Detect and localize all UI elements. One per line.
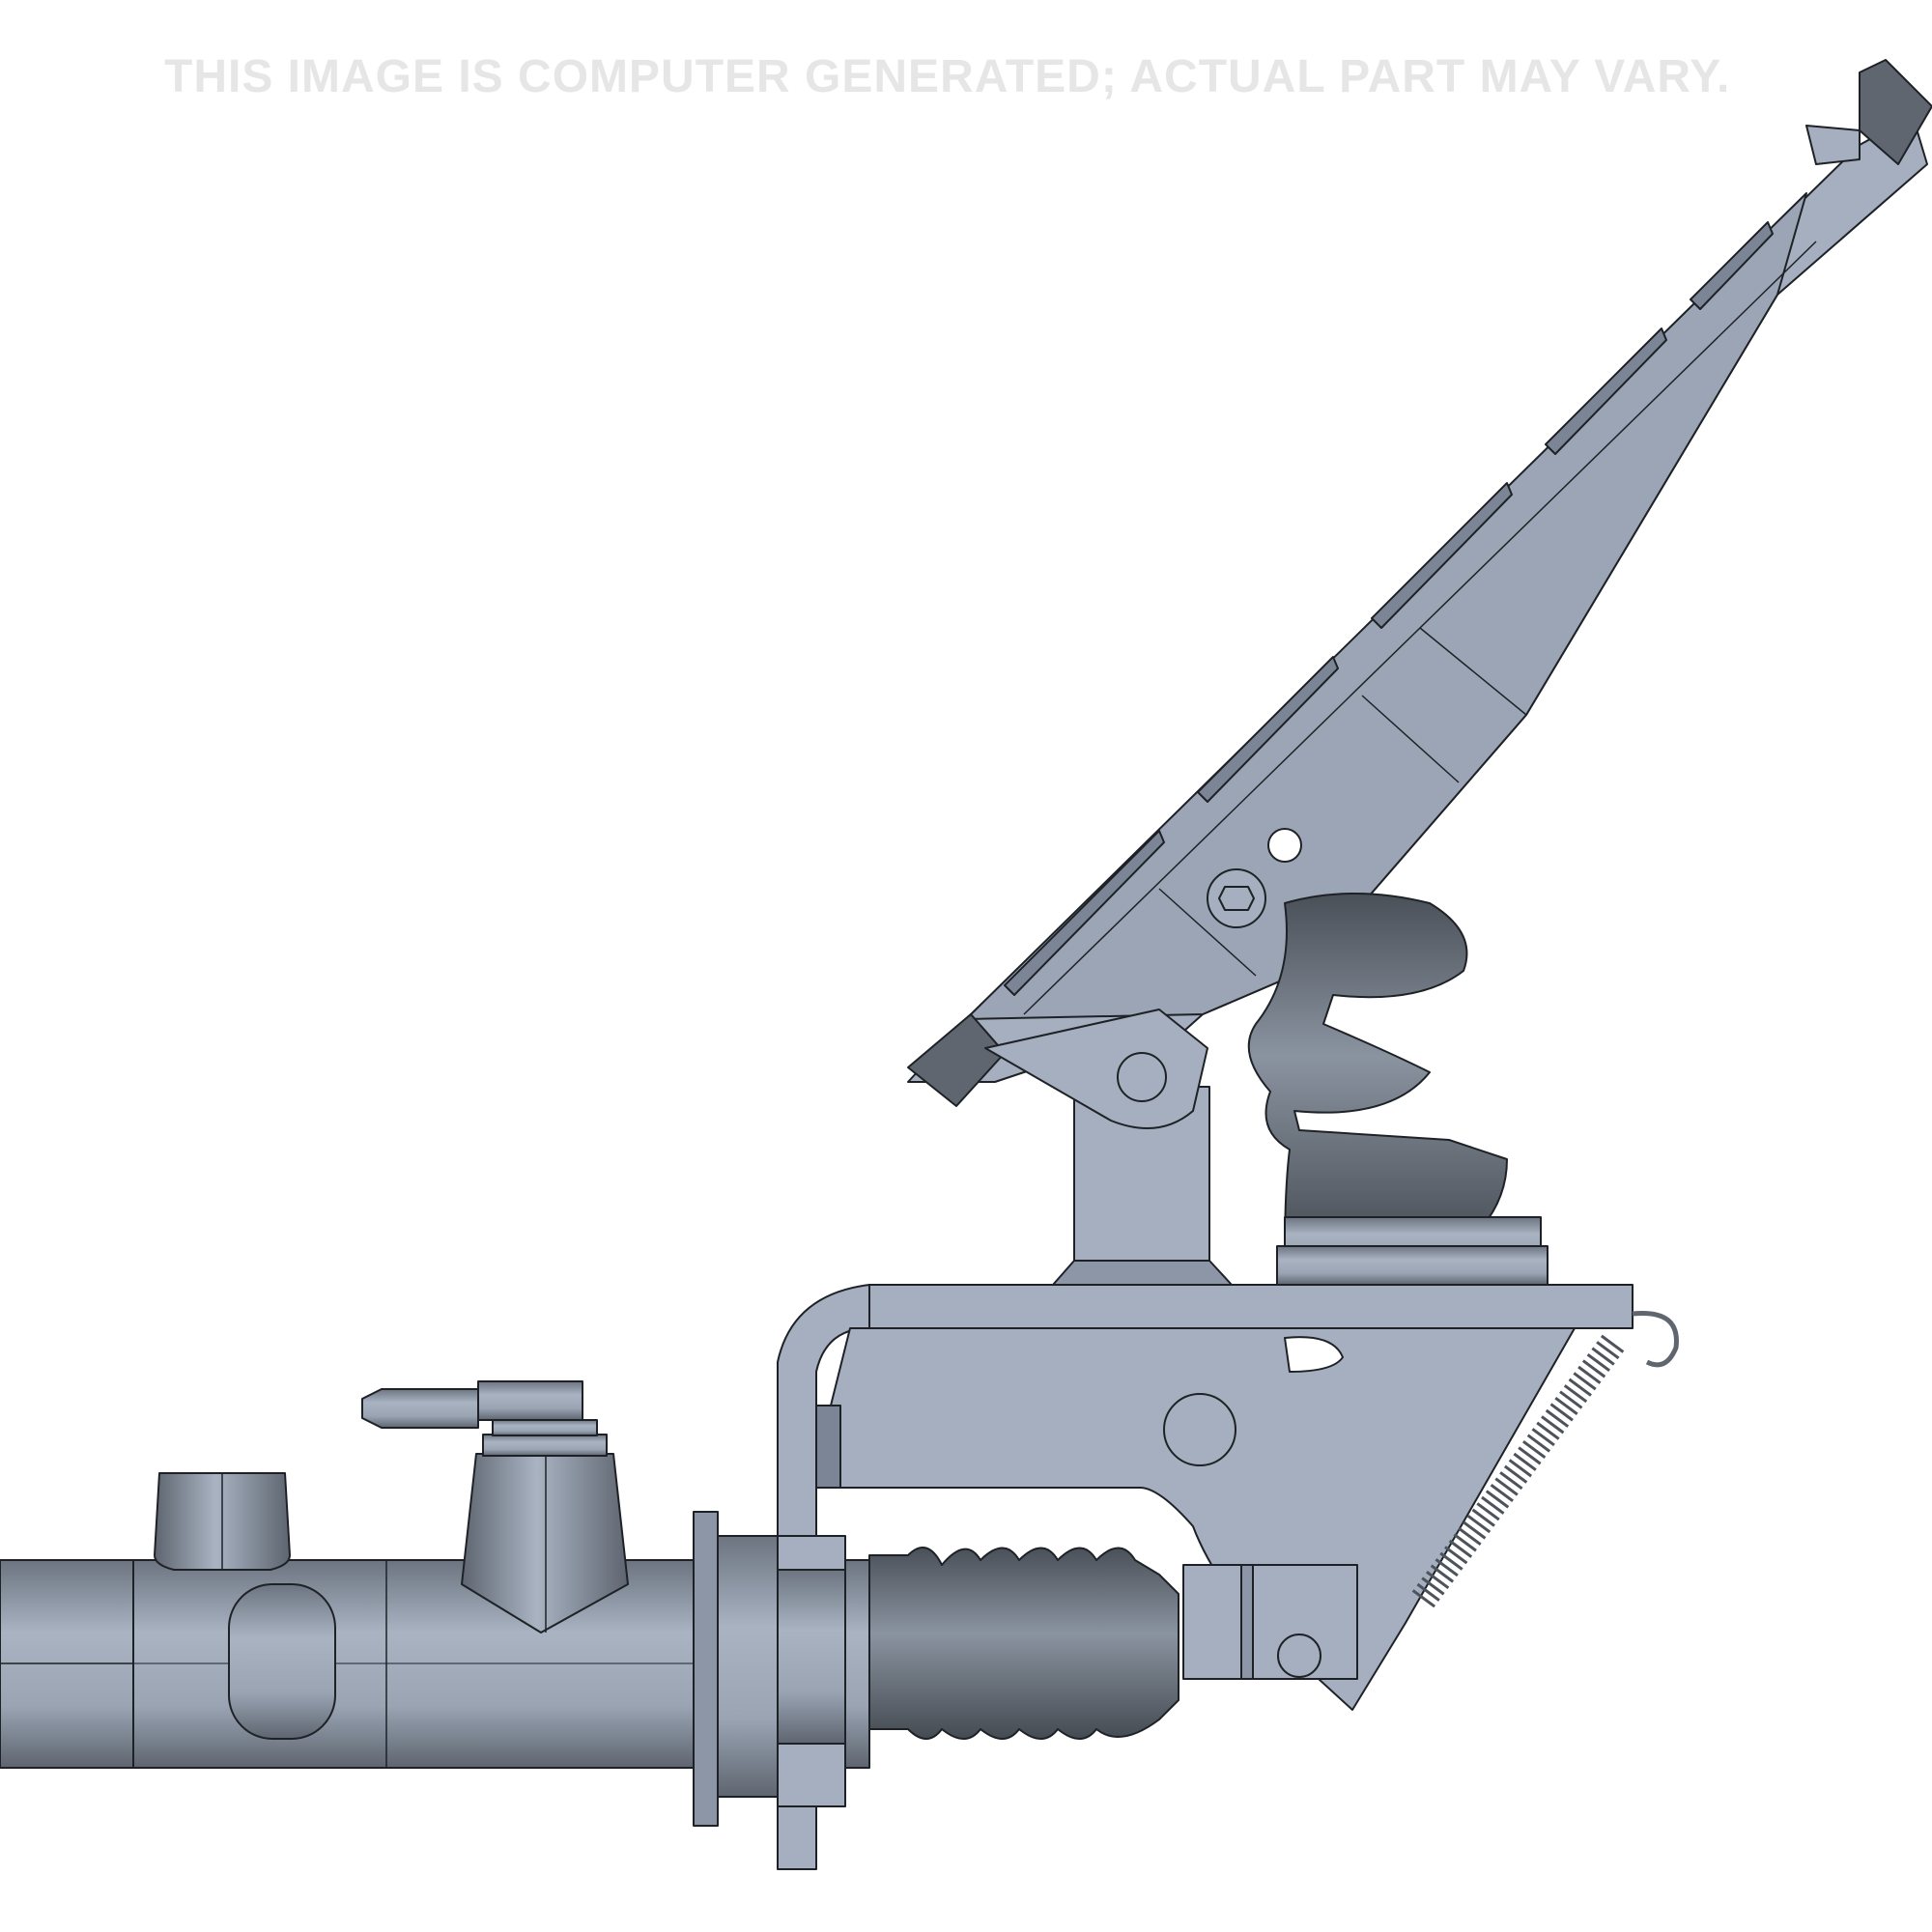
bracket-pivot-pin xyxy=(1163,1393,1236,1466)
hex-socket-icon xyxy=(1218,886,1255,911)
mounting-plate xyxy=(777,1284,1634,1870)
return-spring xyxy=(1408,1310,1679,1612)
pedal-arm xyxy=(907,115,1928,1097)
lower-rubber-boot xyxy=(868,1547,1179,1740)
reservoir-port xyxy=(154,1419,629,1634)
pedal-hole xyxy=(1267,828,1302,863)
watermark-text: THIS IMAGE IS COMPUTER GENERATED; ACTUAL… xyxy=(164,51,1731,102)
pedal-tread-ribs xyxy=(1004,221,1774,996)
lower-bracket xyxy=(815,1327,1576,1711)
pivot-pin xyxy=(1117,1052,1167,1102)
pedal-foot-pad xyxy=(1805,59,1932,165)
barbed-fitting xyxy=(361,1380,583,1429)
hex-end-fitting xyxy=(0,1559,134,1769)
side-port xyxy=(228,1583,336,1740)
cylinder-flange xyxy=(709,1535,779,1798)
master-cylinder-body xyxy=(132,1511,870,1827)
spring-hook xyxy=(1632,1310,1679,1368)
clevis xyxy=(1182,1564,1358,1680)
upper-rubber-boot xyxy=(1247,893,1548,1286)
pedal-pivot-bracket xyxy=(984,1009,1233,1286)
